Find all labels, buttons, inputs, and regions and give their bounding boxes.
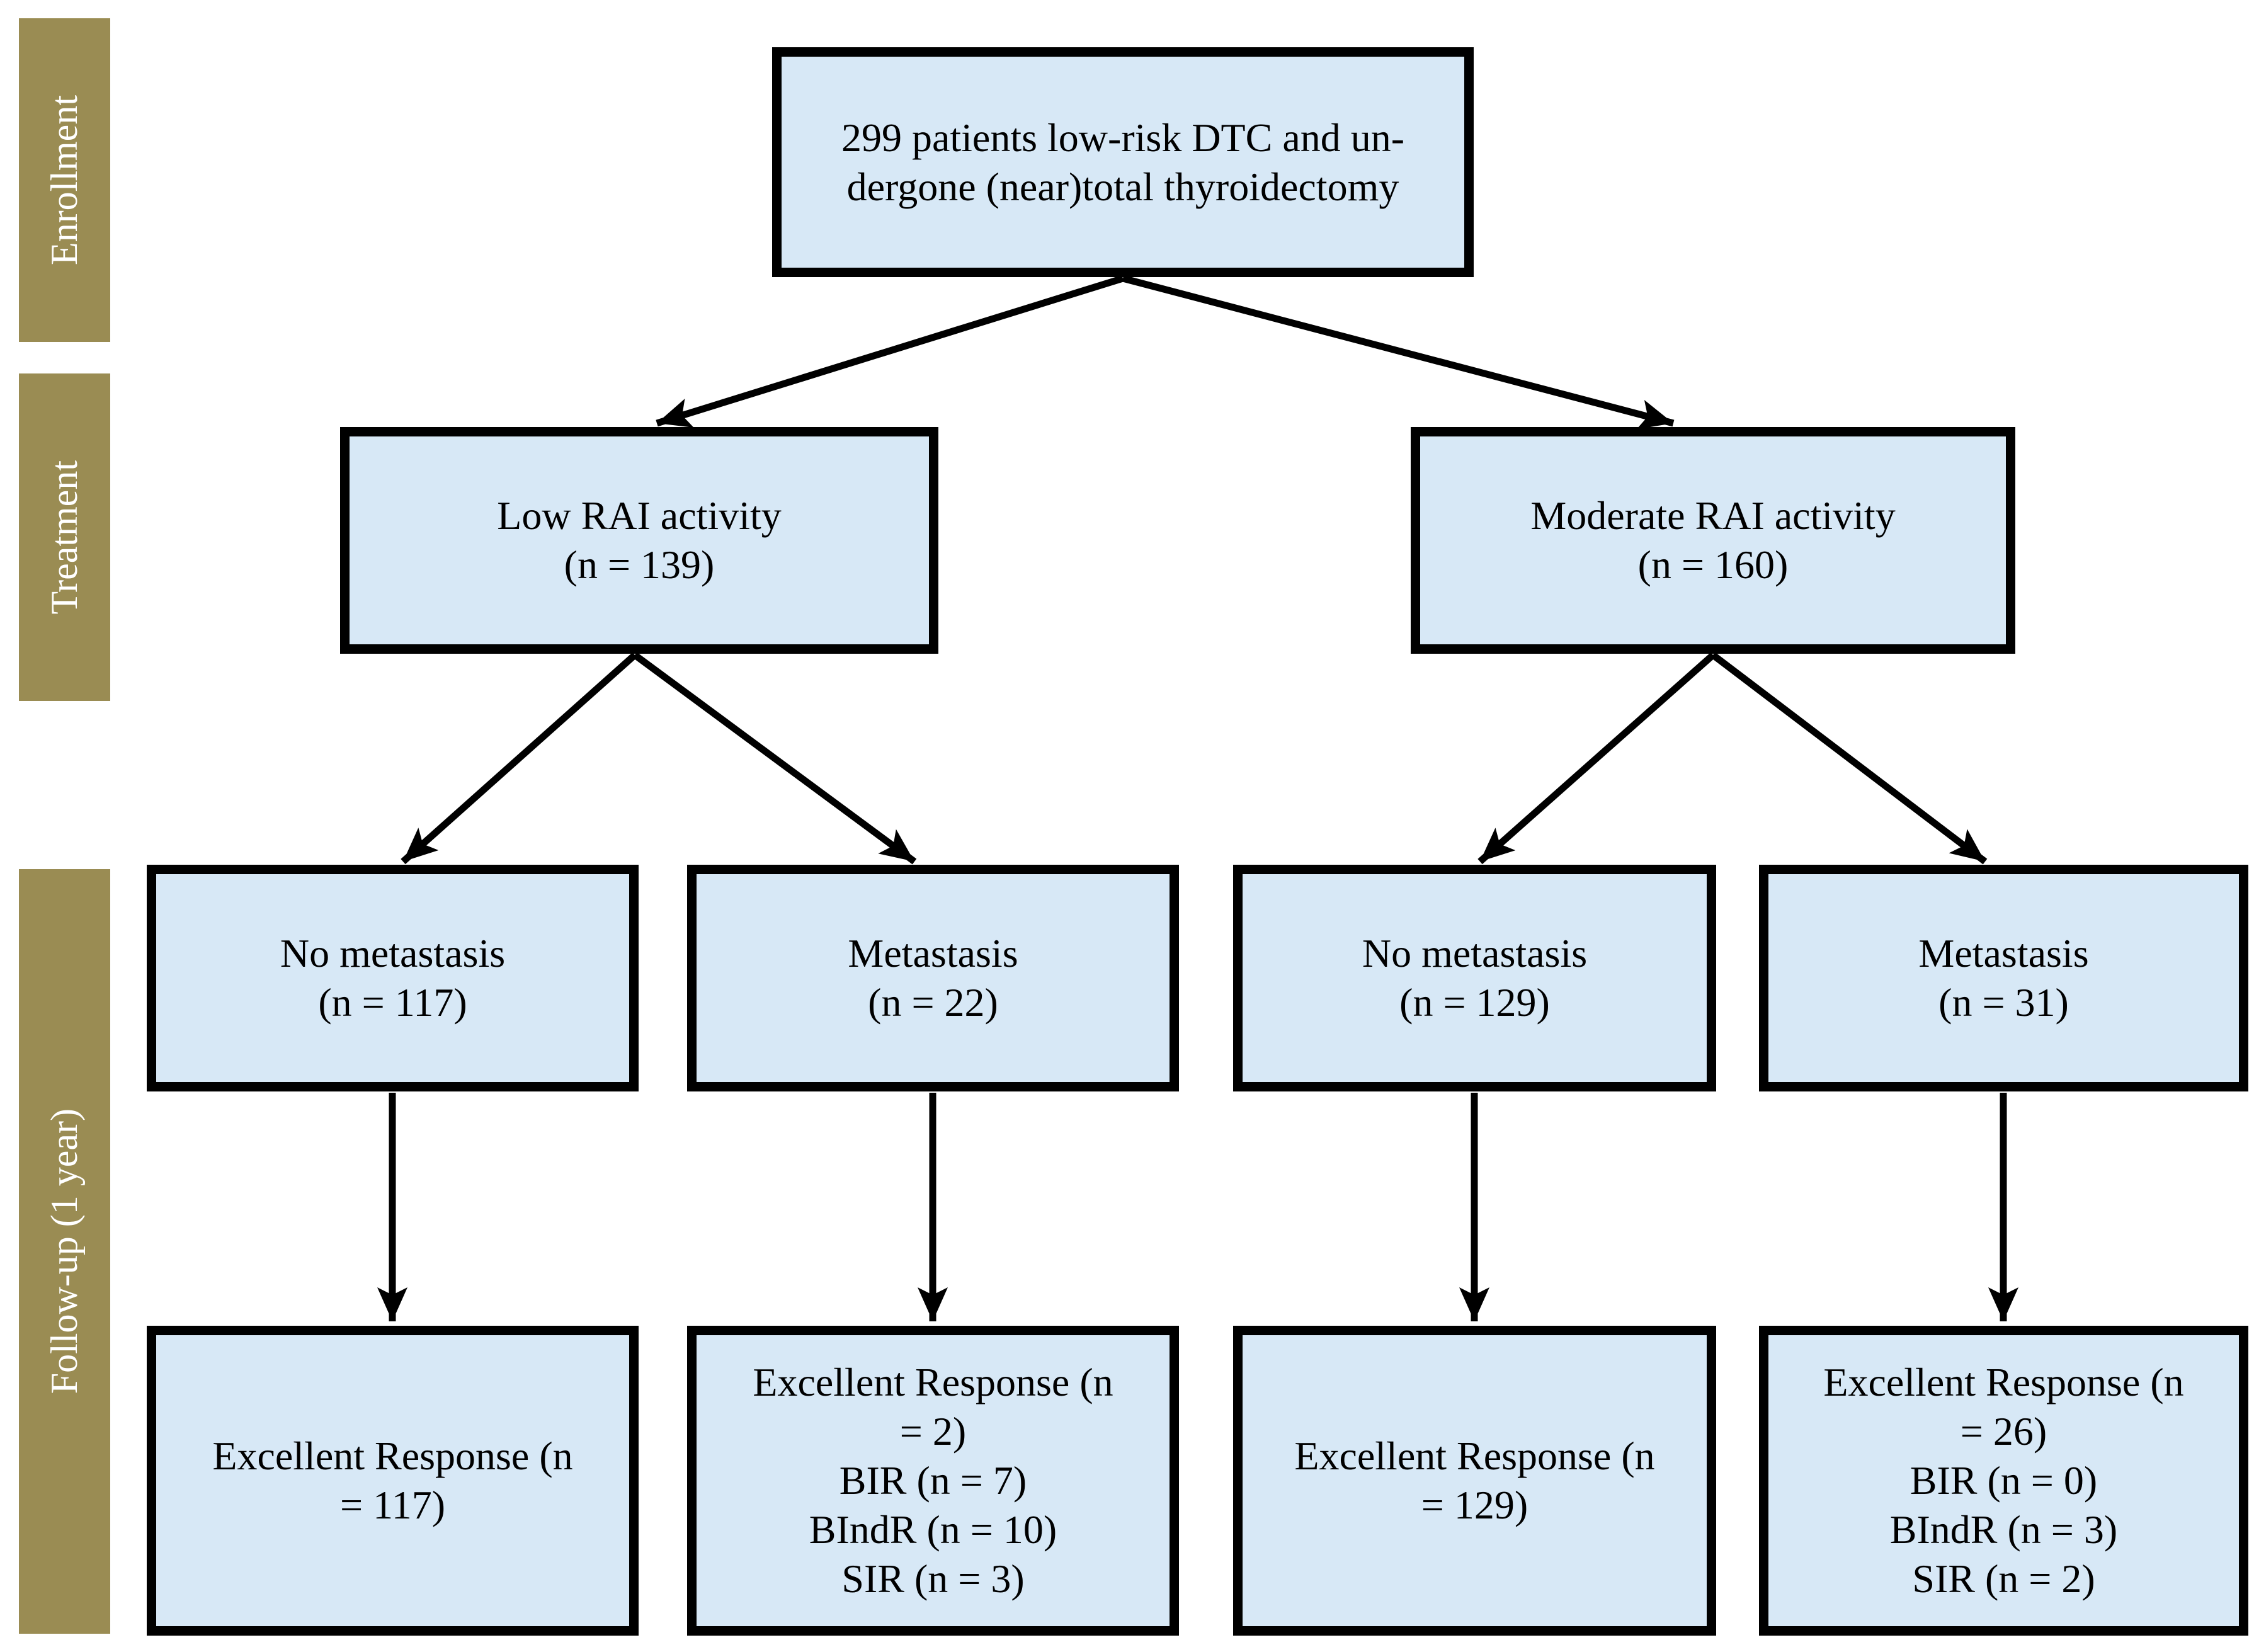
box-metastasis-22: Metastasis (n = 22) bbox=[687, 865, 1179, 1091]
box-low-rai-text: Low RAI activity (n = 139) bbox=[497, 493, 782, 587]
box-outcomes-moderate-metastasis: Excellent Response (n = 26) BIR (n = 0) … bbox=[1759, 1326, 2248, 1636]
stage-bar-treatment: Treatment bbox=[19, 373, 110, 701]
box-outcomes-low-metastasis-text: Excellent Response (n = 2) BIR (n = 7) B… bbox=[753, 1360, 1113, 1601]
box-no-metastasis-129-text: No metastasis (n = 129) bbox=[1362, 931, 1588, 1025]
box-excellent-response-129: Excellent Response (n = 129) bbox=[1233, 1326, 1716, 1636]
arrow-moderate-to-nm129 bbox=[1477, 652, 1716, 865]
arrow-enrollment-to-moderate bbox=[1122, 275, 1675, 430]
box-excellent-response-129-text: Excellent Response (n = 129) bbox=[1294, 1433, 1655, 1527]
box-metastasis-22-text: Metastasis (n = 22) bbox=[848, 931, 1018, 1025]
box-moderate-rai-text: Moderate RAI activity (n = 160) bbox=[1530, 493, 1896, 587]
stage-label-treatment: Treatment bbox=[43, 460, 85, 615]
stage-bar-followup: Follow-up (1 year) bbox=[19, 869, 110, 1634]
arrow-moderate-to-m31 bbox=[1710, 652, 1988, 865]
box-no-metastasis-129: No metastasis (n = 129) bbox=[1233, 865, 1716, 1091]
box-no-metastasis-117: No metastasis (n = 117) bbox=[147, 865, 639, 1091]
box-outcomes-moderate-metastasis-text: Excellent Response (n = 26) BIR (n = 0) … bbox=[1823, 1360, 2184, 1601]
arrow-enrollment-to-low bbox=[656, 275, 1124, 428]
box-excellent-response-117-text: Excellent Response (n = 117) bbox=[212, 1433, 573, 1527]
box-enrollment-total: 299 patients low-risk DTC and un- dergon… bbox=[772, 47, 1474, 277]
box-metastasis-31: Metastasis (n = 31) bbox=[1759, 865, 2248, 1091]
arrow-low-to-m22 bbox=[632, 652, 917, 865]
box-metastasis-31-text: Metastasis (n = 31) bbox=[1918, 931, 2089, 1025]
stage-label-followup: Follow-up (1 year) bbox=[43, 1108, 85, 1394]
stage-bar-enrollment: Enrollment bbox=[19, 18, 110, 342]
box-low-rai-activity: Low RAI activity (n = 139) bbox=[340, 427, 938, 654]
box-enrollment-text: 299 patients low-risk DTC and un- dergon… bbox=[841, 115, 1405, 209]
box-excellent-response-117: Excellent Response (n = 117) bbox=[147, 1326, 639, 1636]
box-no-metastasis-117-text: No metastasis (n = 117) bbox=[280, 931, 506, 1025]
arrow-low-to-nm117 bbox=[401, 652, 637, 865]
box-outcomes-low-metastasis: Excellent Response (n = 2) BIR (n = 7) B… bbox=[687, 1326, 1179, 1636]
stage-label-enrollment: Enrollment bbox=[43, 95, 85, 265]
box-moderate-rai-activity: Moderate RAI activity (n = 160) bbox=[1411, 427, 2015, 654]
